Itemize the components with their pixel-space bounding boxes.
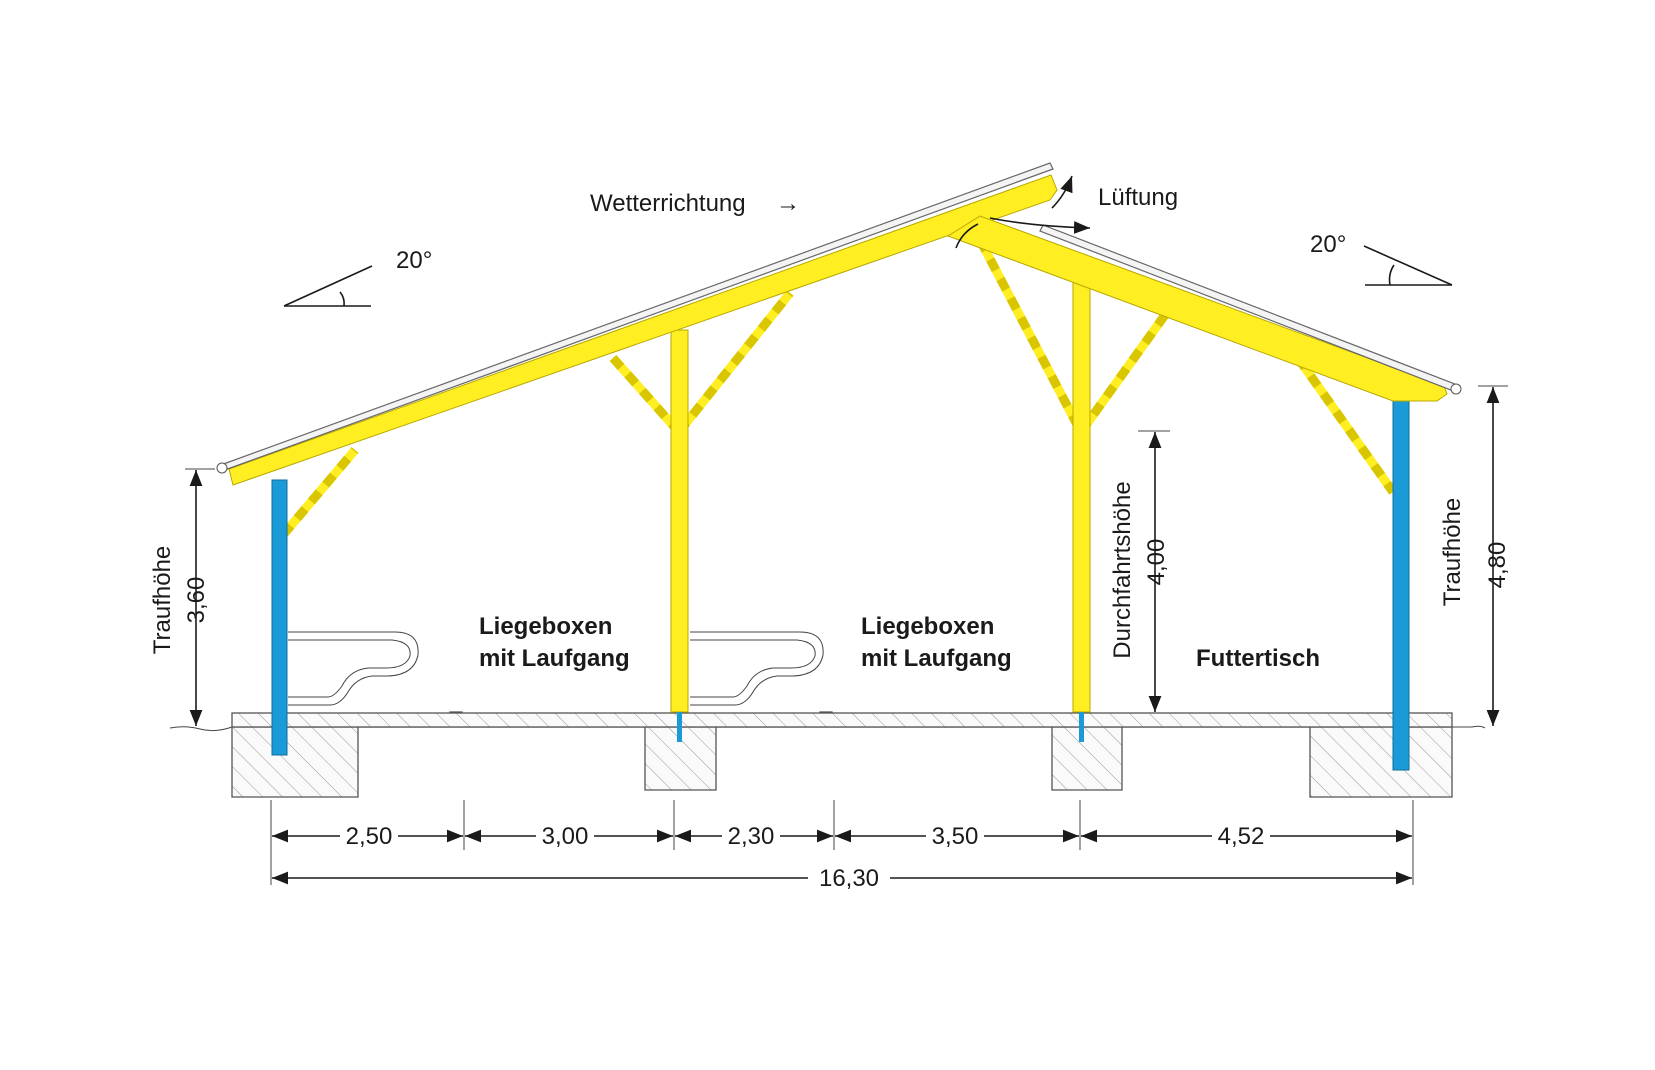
- dimension-segment-3: 2,30: [728, 823, 775, 850]
- timber-post-middle-left: [670, 329, 689, 713]
- eave-height-left-label: Traufhöhe: [149, 546, 176, 655]
- roof-rafters: [228, 174, 1448, 486]
- height-dimension-left: Traufhöhe 3,60: [149, 468, 215, 726]
- dimension-segment-5: 4,52: [1218, 823, 1265, 850]
- ventilation-label: Lüftung: [1098, 184, 1178, 211]
- area-label-cubicles-1-sub: mit Laufgang: [479, 645, 630, 672]
- weather-direction-label: Wetterrichtung: [590, 190, 746, 217]
- dimension-chain: 2,50 3,00 2,30 3,50 4,52 16,30: [270, 800, 1414, 892]
- dimension-segment-4: 3,50: [932, 823, 979, 850]
- steel-post-right: [1392, 397, 1410, 771]
- pitch-indicator-left: 20°: [283, 247, 432, 307]
- weather-direction-arrow: →: [776, 190, 800, 217]
- rafter-left: [228, 174, 1058, 486]
- dimension-segment-2: 3,00: [542, 823, 589, 850]
- angle-label-left: 20°: [396, 247, 432, 274]
- eave-height-right-value: 4,80: [1484, 542, 1511, 589]
- foundations: [231, 711, 1453, 798]
- area-label-feeding-table: Futtertisch: [1196, 645, 1320, 672]
- angle-label-right: 20°: [1310, 231, 1346, 258]
- clearance-height-label: Durchfahrtshöhe: [1109, 481, 1136, 658]
- floor-slab: [231, 712, 1453, 728]
- eave-height-left-value: 3,60: [183, 577, 210, 624]
- area-label-cubicles-2-sub: mit Laufgang: [861, 645, 1012, 672]
- steel-footing-middle-right: [1079, 712, 1084, 742]
- clearance-height-value: 4,00: [1143, 539, 1170, 586]
- area-label-cubicles-1: Liegeboxen: [479, 613, 612, 640]
- area-label-cubicles-2: Liegeboxen: [861, 613, 994, 640]
- pitch-indicator-right: 20°: [1310, 231, 1453, 286]
- height-dimension-clearance: Durchfahrtshöhe 4,00: [1109, 430, 1170, 712]
- dimension-total: 16,30: [819, 865, 879, 892]
- dimension-segment-1: 2,50: [346, 823, 393, 850]
- steel-footing-middle-left: [677, 712, 682, 742]
- pv-modules: [216, 162, 1462, 474]
- ground: [169, 725, 1486, 732]
- height-dimension-right: Traufhöhe 4,80: [1439, 385, 1511, 726]
- eave-height-right-label: Traufhöhe: [1439, 498, 1466, 607]
- cubicle-frame-left: [288, 631, 419, 706]
- cubicle-frame-middle: [690, 631, 824, 706]
- ventilation-arrows: [955, 175, 1091, 249]
- bracing: [279, 237, 1397, 538]
- timber-post-middle-right: [1072, 279, 1091, 713]
- posts: [271, 279, 1410, 771]
- steel-post-left: [271, 479, 288, 756]
- rafter-right: [946, 215, 1448, 402]
